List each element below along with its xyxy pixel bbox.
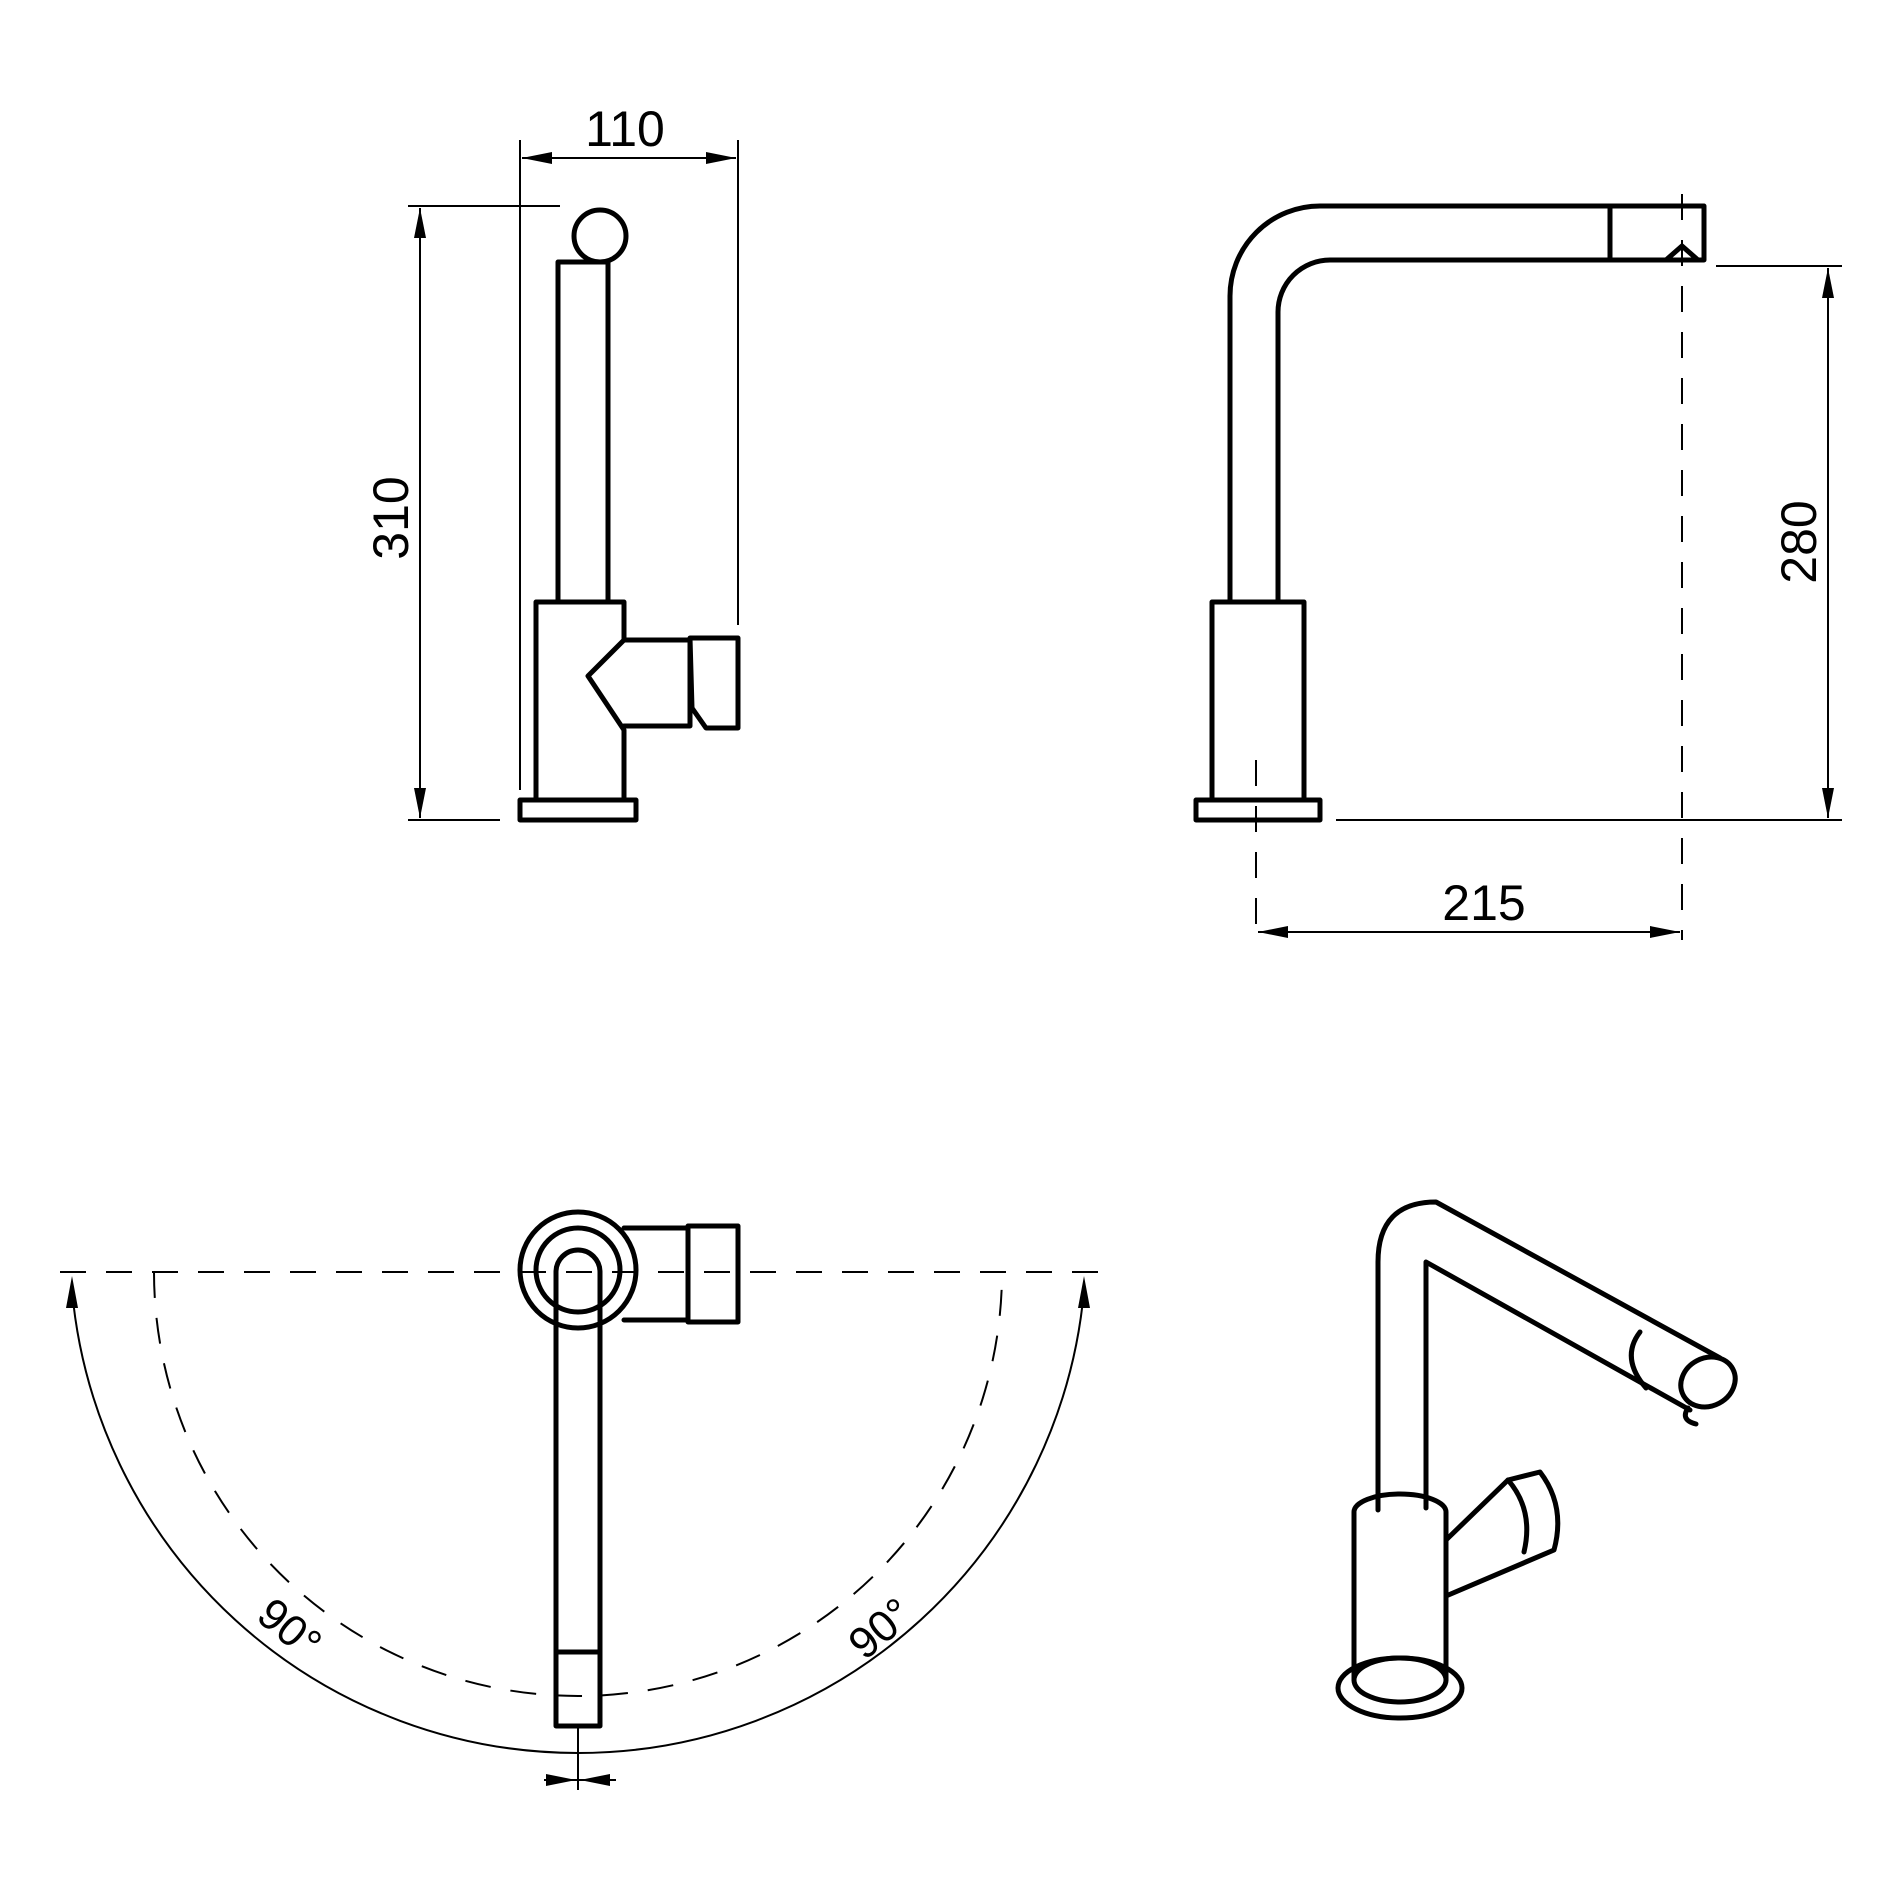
perspective-view (1335, 1199, 1738, 1721)
height-dimension-label: 310 (363, 476, 419, 559)
height-arrow-bottom (414, 788, 426, 818)
reach-dimension-label: 215 (1442, 875, 1525, 931)
front-view: 110 310 (363, 101, 741, 823)
side-view: 280 215 (1193, 194, 1842, 940)
top-view: 90° 90° (60, 1209, 1100, 1790)
front-top-knob (571, 207, 629, 265)
reach-arrow-right (1650, 926, 1680, 938)
swivel-arc-outer (71, 1289, 1085, 1754)
swivel-bottom-arrow-left (546, 1774, 576, 1786)
persp-lever (1443, 1469, 1561, 1599)
reach-arrow-left (1258, 926, 1288, 938)
spout-height-arrow-top (1822, 268, 1834, 298)
spout-height-dimension-label: 280 (1771, 500, 1827, 583)
top-base-outer (517, 1209, 639, 1331)
persp-base-inner (1351, 1655, 1449, 1705)
side-base-plate (1193, 797, 1323, 823)
angle-label-right: 90° (839, 1589, 921, 1669)
front-lever-connector (621, 637, 693, 729)
persp-body (1351, 1491, 1449, 1683)
top-spout-arm (553, 1247, 603, 1729)
persp-spout-outer (1375, 1199, 1723, 1513)
top-base-inner (533, 1225, 623, 1315)
front-lever-handle (687, 635, 741, 731)
height-arrow-top (414, 208, 426, 238)
width-arrow-right (706, 152, 736, 164)
persp-outlet (1682, 1405, 1699, 1427)
swivel-arrow-left (66, 1276, 78, 1308)
swivel-bottom-arrow-right (580, 1774, 610, 1786)
persp-spout-inner (1423, 1259, 1693, 1511)
swivel-arrow-right (1078, 1276, 1090, 1308)
width-arrow-left (522, 152, 552, 164)
front-spout-column (555, 259, 611, 605)
side-body (1209, 599, 1307, 803)
top-lever-handle (685, 1223, 741, 1325)
spout-height-arrow-bottom (1822, 788, 1834, 818)
persp-lever-edge (1505, 1477, 1530, 1555)
width-dimension-label: 110 (585, 101, 665, 157)
angle-label-left: 90° (248, 1589, 330, 1669)
side-spout (1227, 203, 1707, 605)
persp-aerator (1678, 1354, 1738, 1410)
front-body (533, 599, 627, 803)
swivel-arc-inner (153, 1271, 1003, 1697)
persp-spout-band (1628, 1329, 1649, 1391)
front-base-plate (517, 797, 639, 823)
